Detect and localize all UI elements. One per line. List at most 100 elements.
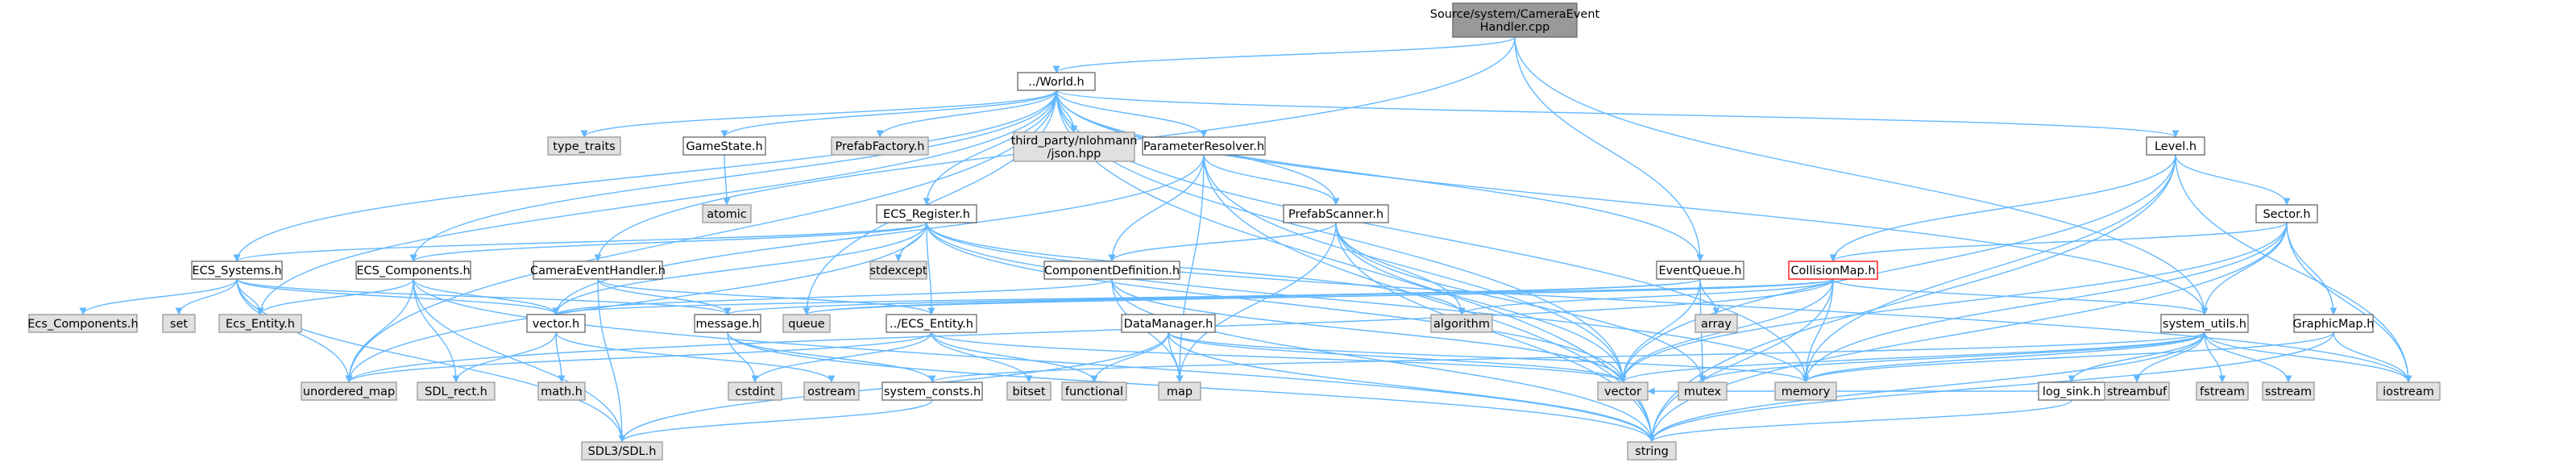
node-box [218,314,302,333]
node-vectorh[interactable]: vector.h [526,314,586,333]
node-label: system_consts.h [884,386,981,398]
node-box [2160,314,2249,333]
edge-world-to-paramresolver [1056,90,1208,138]
node-box [581,441,663,461]
node-typetraits: type_traits [547,136,621,156]
node-collisionmap[interactable]: CollisionMap.h [1788,261,1878,280]
edge-sysutils-to-memory [1802,331,2205,383]
node-box [702,204,752,223]
node-world[interactable]: ../World.h [1017,72,1096,91]
node-box [1013,131,1135,162]
node-messageh[interactable]: message.h [694,314,761,333]
node-box [2255,204,2318,223]
node-ecscomponents[interactable]: ECS_Components.h [355,261,471,280]
node-sysutils[interactable]: system_utils.h [2160,314,2249,333]
node-box [803,382,860,401]
node-label: PrefabScanner.h [1288,208,1383,221]
node-sstream: sstream [2262,382,2315,401]
edge-level-to-sector [2175,154,2291,206]
node-ecsentityh2: Ecs_Entity.h [218,314,302,333]
edge-level-to-collisionmap [1829,154,2176,262]
edge-sector-to-memory [1802,222,2288,383]
node-compdef[interactable]: ComponentDefinition.h [1043,261,1180,280]
node-label: sstream [2265,386,2312,398]
node-label: ECS_Components.h [356,265,470,277]
node-label: ../World.h [1028,76,1084,89]
edge-datamanager-to-vector [1168,331,1627,383]
node-sysconsts[interactable]: system_consts.h [881,382,983,401]
edge-world-to-ecssystems [233,90,1057,262]
edge-eventqueue-to-array [1699,278,1720,315]
node-label: cstdint [735,386,775,398]
node-mathh: math.h [537,382,586,401]
node-root[interactable]: Source/system/CameraEventHandler.cpp [1430,2,1600,38]
node-functional: functional [1061,382,1127,401]
node-box [881,382,983,401]
node-graphicmap[interactable]: GraphicMap.h [2293,314,2375,333]
node-label: CollisionMap.h [1790,265,1875,277]
node-box [1430,314,1493,333]
node-box [2262,382,2315,401]
node-box [526,314,586,333]
node-box [1061,382,1127,401]
node-box [1656,261,1744,280]
edge-ecssystems-to-ecscomponentsh2 [79,278,238,315]
node-ecsentity[interactable]: ../ECS_Entity.h [886,314,977,333]
edge-ecsentity-to-cstdint [751,331,932,383]
edge-ecscomponents-to-unorderedmap [345,278,414,383]
edge-sysconsts-to-sdl3 [618,399,933,443]
node-box [1774,382,1837,401]
edge-ecscomponents-to-sdl3 [413,278,626,443]
node-box [191,261,283,280]
node-box [869,261,927,280]
node-box [355,261,471,280]
edge-ecsentity-to-unorderedmap [345,331,932,383]
edge-level-to-iostream [2175,154,2412,383]
node-box [2146,136,2205,156]
edge-ecsregister-to-vectorh [552,222,927,315]
node-label: system_utils.h [2163,318,2246,331]
edge-sysutils-to-sysconsts [928,331,2205,383]
node-sector[interactable]: Sector.h [2255,204,2318,223]
node-camhandler[interactable]: CameraEventHandler.h [530,261,666,280]
edge-root-to-world [1052,36,1516,73]
node-box [1678,382,1728,401]
edge-sysutils-to-logsink [2068,331,2205,383]
edge-ecsregister-to-iostream [926,222,2412,383]
edge-sector-to-vector [1619,222,2288,383]
edge-world-to-ecsentityh2 [256,90,1057,315]
node-ecssystems[interactable]: ECS_Systems.h [191,261,283,280]
node-box [886,314,977,333]
edge-ecsregister-to-memory [926,222,1810,383]
node-ecscomponentsh2: Ecs_Components.h [27,314,139,333]
node-label: CameraEventHandler.h [530,265,666,277]
node-ecsregister[interactable]: ECS_Register.h [876,204,977,223]
node-box [1121,314,1216,333]
edge-compdef-to-vectorh [552,278,1113,315]
node-box [1452,2,1578,38]
edge-world-to-typetraits [580,90,1057,138]
node-box [2293,314,2374,333]
node-label: mutex [1684,386,1722,398]
edge-graphicmap-to-iostream [2333,331,2412,383]
node-prefabscanner[interactable]: PrefabScanner.h [1283,204,1389,223]
node-label: string [1635,445,1669,458]
node-level[interactable]: Level.h [2146,136,2205,156]
node-eventqueue[interactable]: EventQueue.h [1656,261,1744,280]
node-memory: memory [1774,382,1837,401]
node-box [1597,382,1649,401]
node-label: third_party/nlohmann [1011,135,1138,148]
node-label: stdexcept [869,265,927,277]
node-label: memory [1782,386,1831,398]
node-label: Source/system/CameraEvent [1430,8,1600,21]
node-datamanager[interactable]: DataManager.h [1121,314,1216,333]
node-paramresolver[interactable]: ParameterResolver.h [1142,136,1266,156]
node-gamestate[interactable]: GameState.h [682,136,766,156]
node-logsink[interactable]: log_sink.h [2038,382,2105,401]
node-prefabfactory: PrefabFactory.h [831,136,929,156]
node-box [682,136,766,156]
edge-ecsregister-to-algorithm [926,222,1466,315]
edge-sector-to-iostream [2286,222,2412,383]
node-box [1627,441,1677,461]
edge-ecsregister-to-unorderedmap [345,222,927,383]
